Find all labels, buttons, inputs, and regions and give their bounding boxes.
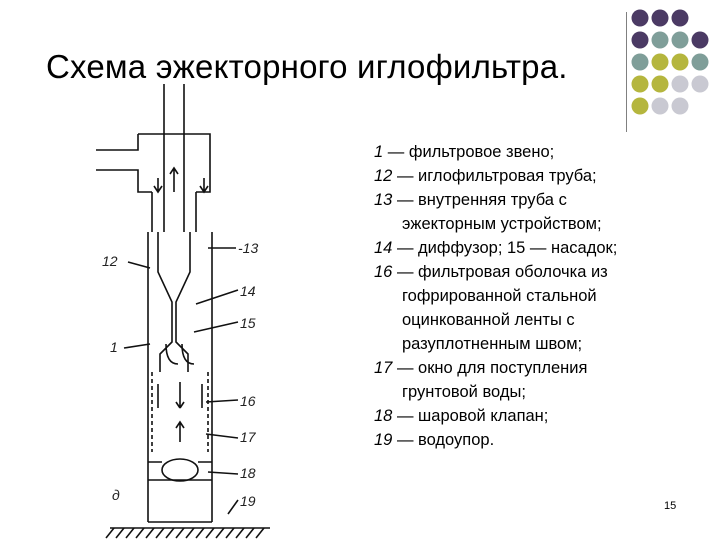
flow-arrows	[153, 166, 209, 442]
decor-dot	[671, 31, 689, 49]
decor-divider-line	[626, 12, 627, 132]
nozzle	[165, 343, 195, 365]
hatch-line	[165, 527, 175, 539]
hatch-line	[185, 527, 195, 539]
decor-dot	[671, 9, 689, 27]
filter-section	[151, 372, 209, 452]
label-13: -13	[238, 240, 258, 256]
leader-1	[123, 343, 151, 349]
decor-dot	[651, 75, 669, 93]
ground-hatching	[105, 527, 265, 539]
connector-pipe	[151, 134, 197, 232]
label-14: 14	[240, 283, 256, 299]
hatch-line	[175, 527, 185, 539]
decor-dot	[651, 9, 669, 27]
decor-dot	[691, 75, 709, 93]
leader-lines	[193, 247, 239, 515]
label-18: 18	[240, 465, 256, 481]
label-15: 15	[240, 315, 256, 331]
hatch-line	[145, 527, 155, 539]
hatch-line	[215, 527, 225, 539]
hatch-line	[195, 527, 205, 539]
decor-dot	[691, 31, 709, 49]
legend-item-14: 14 — диффузор; 15 — насадок;	[374, 239, 618, 257]
hatch-line	[125, 527, 135, 539]
decor-dot	[631, 97, 649, 115]
inner-pipe	[157, 232, 191, 372]
decor-dot	[651, 97, 669, 115]
decor-dot	[651, 53, 669, 71]
legend-item-1: 1 — фильтровое звено;	[374, 143, 555, 161]
hatch-line	[225, 527, 235, 539]
top-riser-pipe	[163, 84, 185, 134]
decor-dot	[631, 53, 649, 71]
decor-dot	[631, 9, 649, 27]
decor-dot	[671, 75, 689, 93]
decor-dot	[671, 97, 689, 115]
label-17: 17	[240, 429, 257, 445]
page-number: 15	[664, 500, 677, 512]
label-19: 19	[240, 493, 256, 509]
decor-dot	[651, 31, 669, 49]
decor-dot	[691, 53, 709, 71]
label-d: д	[112, 487, 120, 503]
ball-valve	[161, 458, 199, 482]
outer-pipe	[147, 232, 213, 522]
hatch-line	[115, 527, 125, 539]
leader-12	[127, 261, 151, 269]
decor-dot	[671, 53, 689, 71]
hatch-line	[255, 527, 265, 539]
legend-item-18: 18 — шаровой клапан;	[374, 407, 549, 425]
legend-item-12: 12 — иглофильтровая труба;	[374, 167, 597, 185]
legend-list: 1 — фильтровое звено; 12 — иглофильтрова…	[374, 140, 674, 452]
legend-item-19: 19 — водоупор.	[374, 431, 495, 449]
decor-dot-grid	[631, 9, 709, 115]
slide-title: Схема эжекторного иглофильтра.	[46, 48, 568, 85]
hatch-line	[135, 527, 145, 539]
hatch-line	[235, 527, 245, 539]
valve-seat	[148, 461, 212, 481]
decor-dot	[631, 31, 649, 49]
label-12: 12	[102, 253, 118, 269]
hatch-line	[155, 527, 165, 539]
label-16: 16	[240, 393, 256, 409]
header-block	[96, 133, 211, 193]
hatch-line	[245, 527, 255, 539]
hatch-line	[105, 527, 115, 539]
decor-dot	[631, 75, 649, 93]
hatch-line	[205, 527, 215, 539]
ejector-wellpoint-diagram: -13 14 15 16 17 18 19 12 1 д	[96, 84, 270, 539]
label-1: 1	[110, 339, 118, 355]
